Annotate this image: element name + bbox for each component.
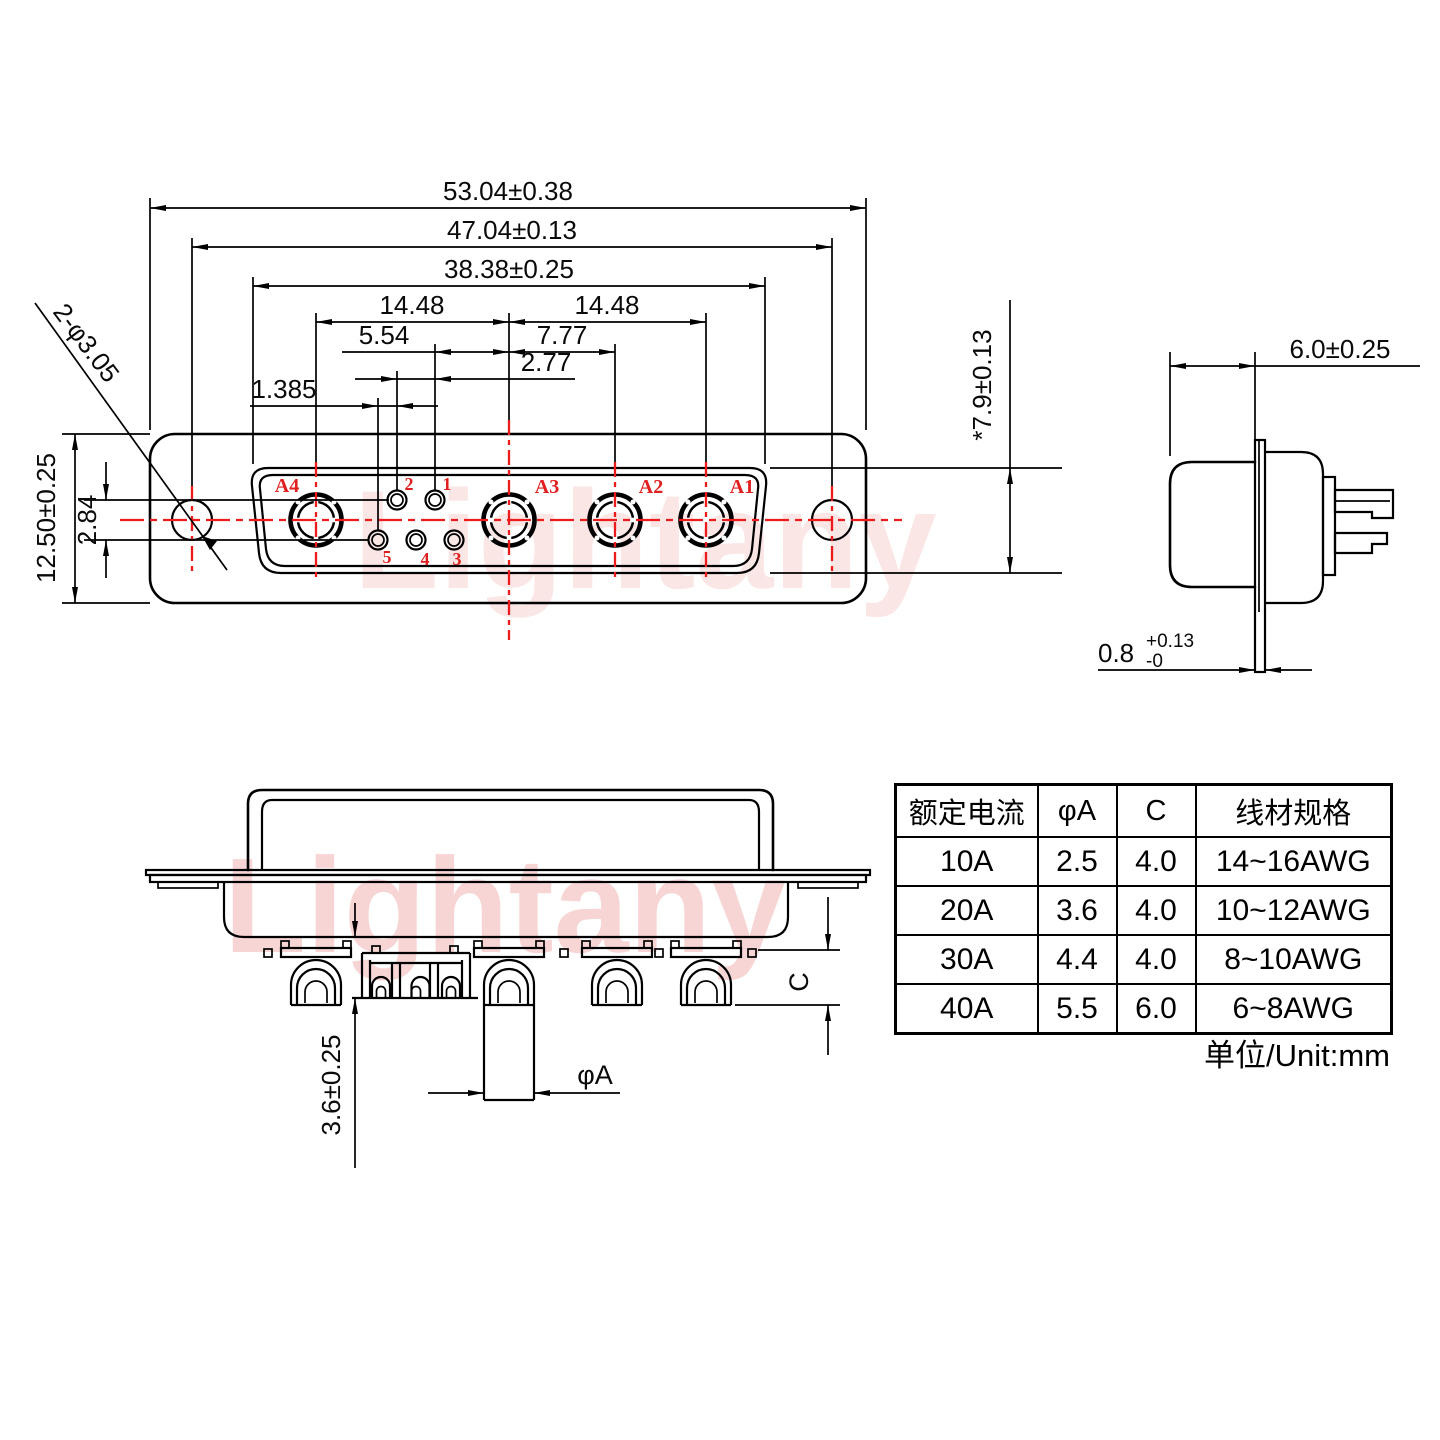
- rear-flange-bottom: [148, 873, 868, 884]
- table-row: 20A 3.6 4.0 10~12AWG: [894, 885, 1393, 936]
- dim-row-offset: 2.84: [72, 495, 102, 546]
- rear-view: 3.6±0.25 φA C: [144, 788, 872, 1168]
- label-pin1: 1: [443, 474, 452, 494]
- col-wire-gauge: 线材规格: [1194, 783, 1393, 838]
- dim-mount-span: 47.04±0.13: [447, 215, 577, 245]
- label-pin2: 2: [405, 474, 414, 494]
- table-row: 10A 2.5 4.0 14~16AWG: [894, 836, 1393, 887]
- col-c: C: [1115, 783, 1197, 838]
- cell: 10A: [894, 836, 1039, 887]
- cell: 10~12AWG: [1194, 885, 1393, 936]
- label-pin5: 5: [383, 547, 392, 567]
- dim-1-385: 1.385: [251, 374, 316, 404]
- cell: 4.4: [1036, 934, 1118, 985]
- rear-center-pin: [482, 1005, 536, 1102]
- watermark-rear: Lightany: [224, 830, 786, 981]
- label-A1: A1: [730, 476, 754, 498]
- signal-pins: [367, 489, 465, 551]
- rear-big-cups: [263, 940, 757, 1007]
- spec-table: 额定电流 φA C 线材规格 10A 2.5 4.0 14~16AWG 20A …: [894, 783, 1393, 1035]
- dim-depth: 6.0±0.25: [1289, 334, 1390, 364]
- dim-flange-height: 12.50±0.25: [31, 453, 61, 583]
- side-cap: [1168, 460, 1257, 589]
- dim-flange-tol-up: +0.13: [1146, 631, 1194, 652]
- front-dshell-outer: [250, 466, 768, 575]
- dim-pitch-right: 14.48: [574, 290, 639, 320]
- cell: 14~16AWG: [1194, 836, 1393, 887]
- front-dimensions: 53.04±0.38 47.04±0.13 38.38±0.25 14.48 1…: [31, 176, 1062, 604]
- cell: 5.5: [1036, 983, 1118, 1035]
- cell: 40A: [894, 983, 1039, 1035]
- label-A2: A2: [639, 476, 663, 498]
- dim-cup-len: C: [784, 972, 814, 992]
- dim-pitch-left: 14.48: [379, 290, 444, 320]
- side-flange: [1253, 438, 1267, 674]
- label-A3: A3: [535, 476, 559, 498]
- cell: 3.6: [1036, 885, 1118, 936]
- table-row: 40A 5.5 6.0 6~8AWG: [894, 983, 1393, 1035]
- cell: 8~10AWG: [1194, 934, 1393, 985]
- rear-hood-outer: [246, 788, 775, 872]
- cell: 2.5: [1036, 836, 1118, 887]
- col-pin-dia: φA: [1036, 783, 1118, 838]
- dim-shell-width: 38.38±0.25: [444, 254, 574, 284]
- cell: 6~8AWG: [1194, 983, 1393, 1035]
- dim-5-54: 5.54: [359, 320, 410, 350]
- cell: 30A: [894, 934, 1039, 985]
- dim-7-77: 7.77: [537, 320, 588, 350]
- dim-2-77: 2.77: [521, 347, 572, 377]
- unit-note: 单位/Unit:mm: [1204, 1038, 1390, 1073]
- dim-shell-height: *7.9±0.13: [967, 329, 997, 440]
- rear-small-cups: [352, 945, 478, 1000]
- side-cup-lower: [1333, 531, 1389, 555]
- rear-hood-inner: [260, 798, 761, 870]
- cell: 4.0: [1115, 934, 1197, 985]
- side-cup-upper: [1333, 488, 1395, 520]
- cell: 4.0: [1115, 885, 1197, 936]
- dim-pin-dia: φA: [577, 1060, 613, 1090]
- label-A4: A4: [275, 475, 299, 497]
- side-insulator: [1265, 450, 1325, 605]
- dim-overall-width: 53.04±0.38: [443, 176, 573, 206]
- cell: 20A: [894, 885, 1039, 936]
- col-rated-current: 额定电流: [894, 783, 1039, 838]
- side-insert: [1321, 475, 1337, 577]
- table-row: 30A 4.4 4.0 8~10AWG: [894, 934, 1393, 985]
- dim-flange-thk: 0.8: [1098, 638, 1134, 668]
- label-pin4: 4: [421, 549, 430, 569]
- side-view: 6.0±0.25 0.8 +0.13 -0: [1098, 334, 1420, 674]
- front-view: A4 A3 A2 A1 2 1 5 4 3: [120, 420, 902, 640]
- dim-tail-len: 3.6±0.25: [316, 1034, 346, 1135]
- label-pin3: 3: [453, 549, 462, 569]
- cell: 4.0: [1115, 836, 1197, 887]
- dim-flange-tol-dn: -0: [1146, 651, 1163, 672]
- rear-insulator: [222, 882, 790, 939]
- front-dshell-inner: [258, 473, 760, 568]
- table-header-row: 额定电流 φA C 线材规格: [894, 783, 1393, 838]
- cell: 6.0: [1115, 983, 1197, 1035]
